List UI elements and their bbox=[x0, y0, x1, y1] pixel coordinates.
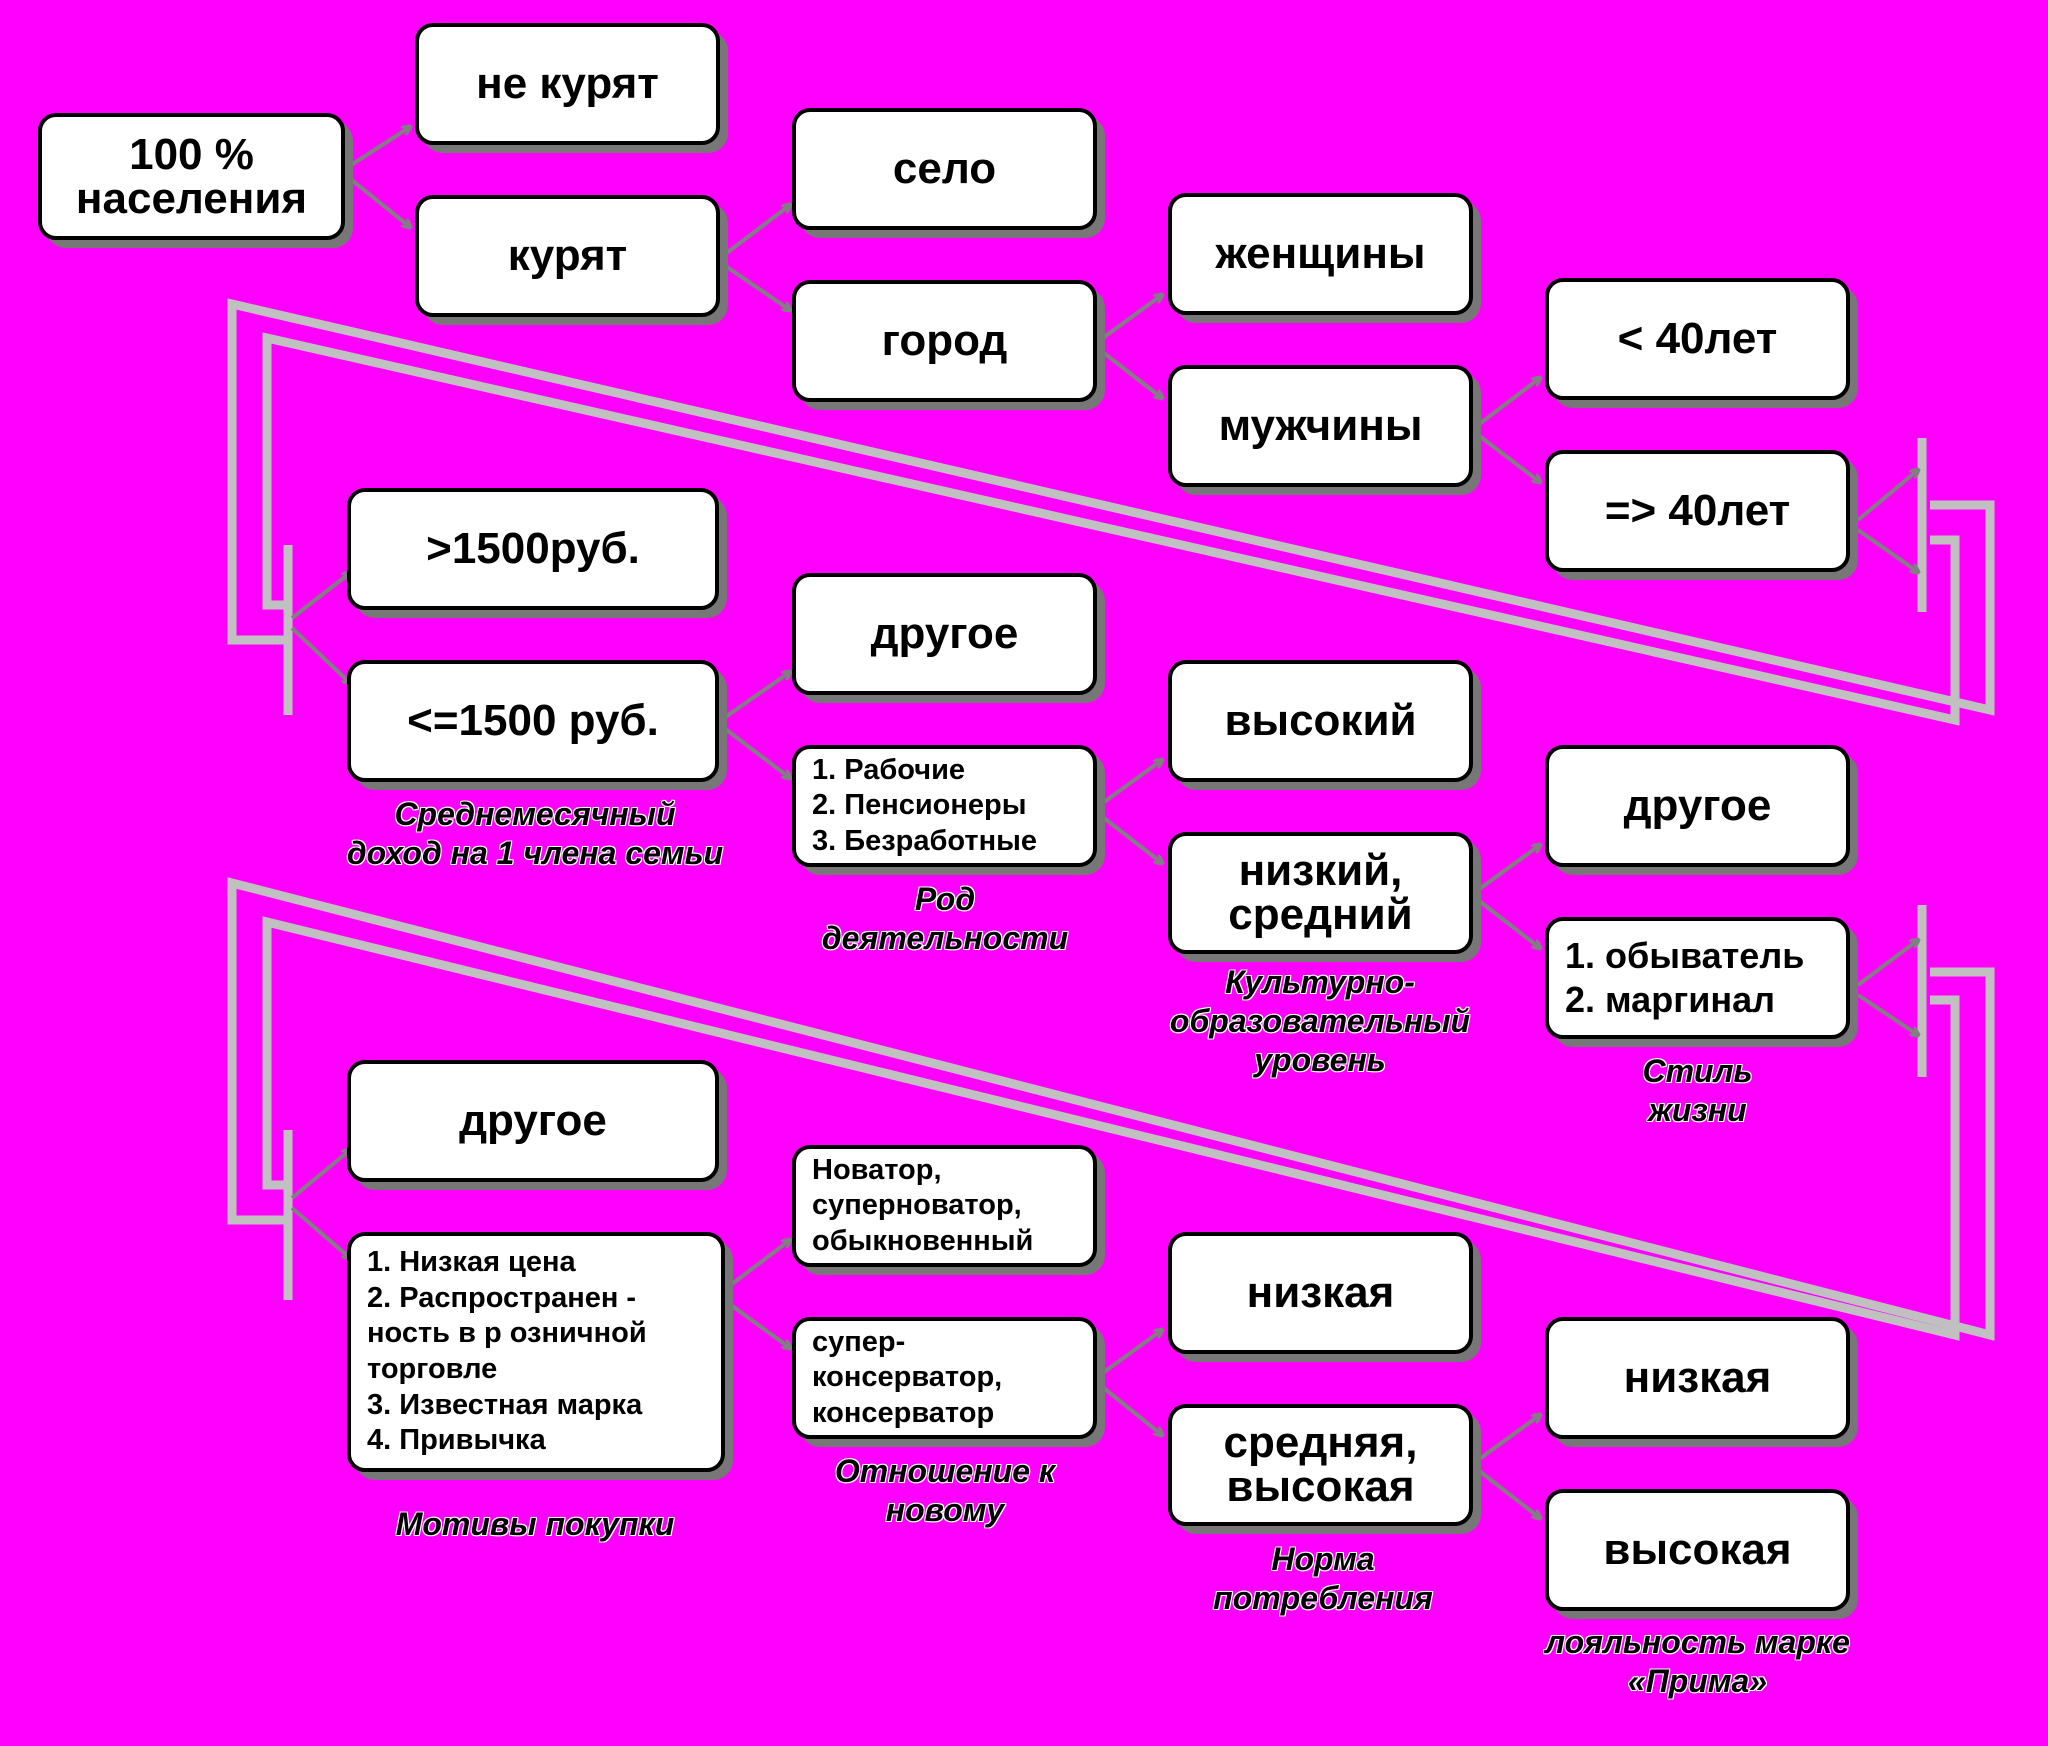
caption-consumption: Норма потребления bbox=[1213, 1541, 1433, 1617]
node-innovator: Новатор, суперноватор, обыкновенный bbox=[792, 1145, 1105, 1275]
node-loyalty-high: высокая bbox=[1545, 1489, 1858, 1619]
node-men: мужчины bbox=[1168, 365, 1481, 495]
node-motives-other: другое bbox=[347, 1060, 727, 1190]
node-village: село bbox=[792, 108, 1105, 238]
caption-loyalty: лояльность марке «Прима» bbox=[1545, 1624, 1850, 1700]
node-under-40: < 40лет bbox=[1545, 278, 1858, 408]
caption-income: Среднемесячный доход на 1 члена семьи bbox=[346, 796, 724, 872]
node-income-low: <=1500 руб. bbox=[347, 660, 727, 790]
tree-arrows bbox=[290, 127, 1918, 1518]
node-consumption-low: низкая bbox=[1168, 1232, 1481, 1362]
node-lifestyle-other: другое bbox=[1545, 745, 1858, 875]
node-smokers: курят bbox=[415, 195, 728, 325]
node-education-low-mid: низкий, средний bbox=[1168, 832, 1481, 962]
node-lifestyle-list: 1. обыватель 2. маргинал bbox=[1545, 917, 1858, 1047]
node-over-40: => 40лет bbox=[1545, 450, 1858, 580]
flow-connector-lower bbox=[227, 877, 1995, 1341]
caption-lifestyle: Стиль жизни bbox=[1642, 1053, 1753, 1129]
node-non-smokers: не курят bbox=[415, 23, 728, 153]
node-population: 100 % населения bbox=[38, 113, 353, 248]
caption-occupation: Род деятельности bbox=[821, 881, 1069, 957]
caption-education: Культурно- образовательный уровень bbox=[1169, 964, 1471, 1079]
node-conservative: супер- консерватор, консерватор bbox=[792, 1317, 1105, 1447]
node-occupation-list: 1. Рабочие 2. Пенсионеры 3. Безработные bbox=[792, 745, 1105, 875]
node-income-high: >1500руб. bbox=[347, 488, 727, 618]
node-education-high: высокий bbox=[1168, 660, 1481, 790]
node-women: женщины bbox=[1168, 193, 1481, 323]
node-consumption-mid-high: средняя, высокая bbox=[1168, 1404, 1481, 1534]
node-occupation-other: другое bbox=[792, 573, 1105, 703]
caption-motives: Мотивы покупки bbox=[395, 1506, 675, 1542]
caption-attitude: Отношение к новому bbox=[834, 1453, 1056, 1529]
node-city: город bbox=[792, 280, 1105, 410]
node-loyalty-low: низкая bbox=[1545, 1317, 1858, 1447]
node-motives-list: 1. Низкая цена 2. Распространен - ность … bbox=[347, 1232, 733, 1480]
